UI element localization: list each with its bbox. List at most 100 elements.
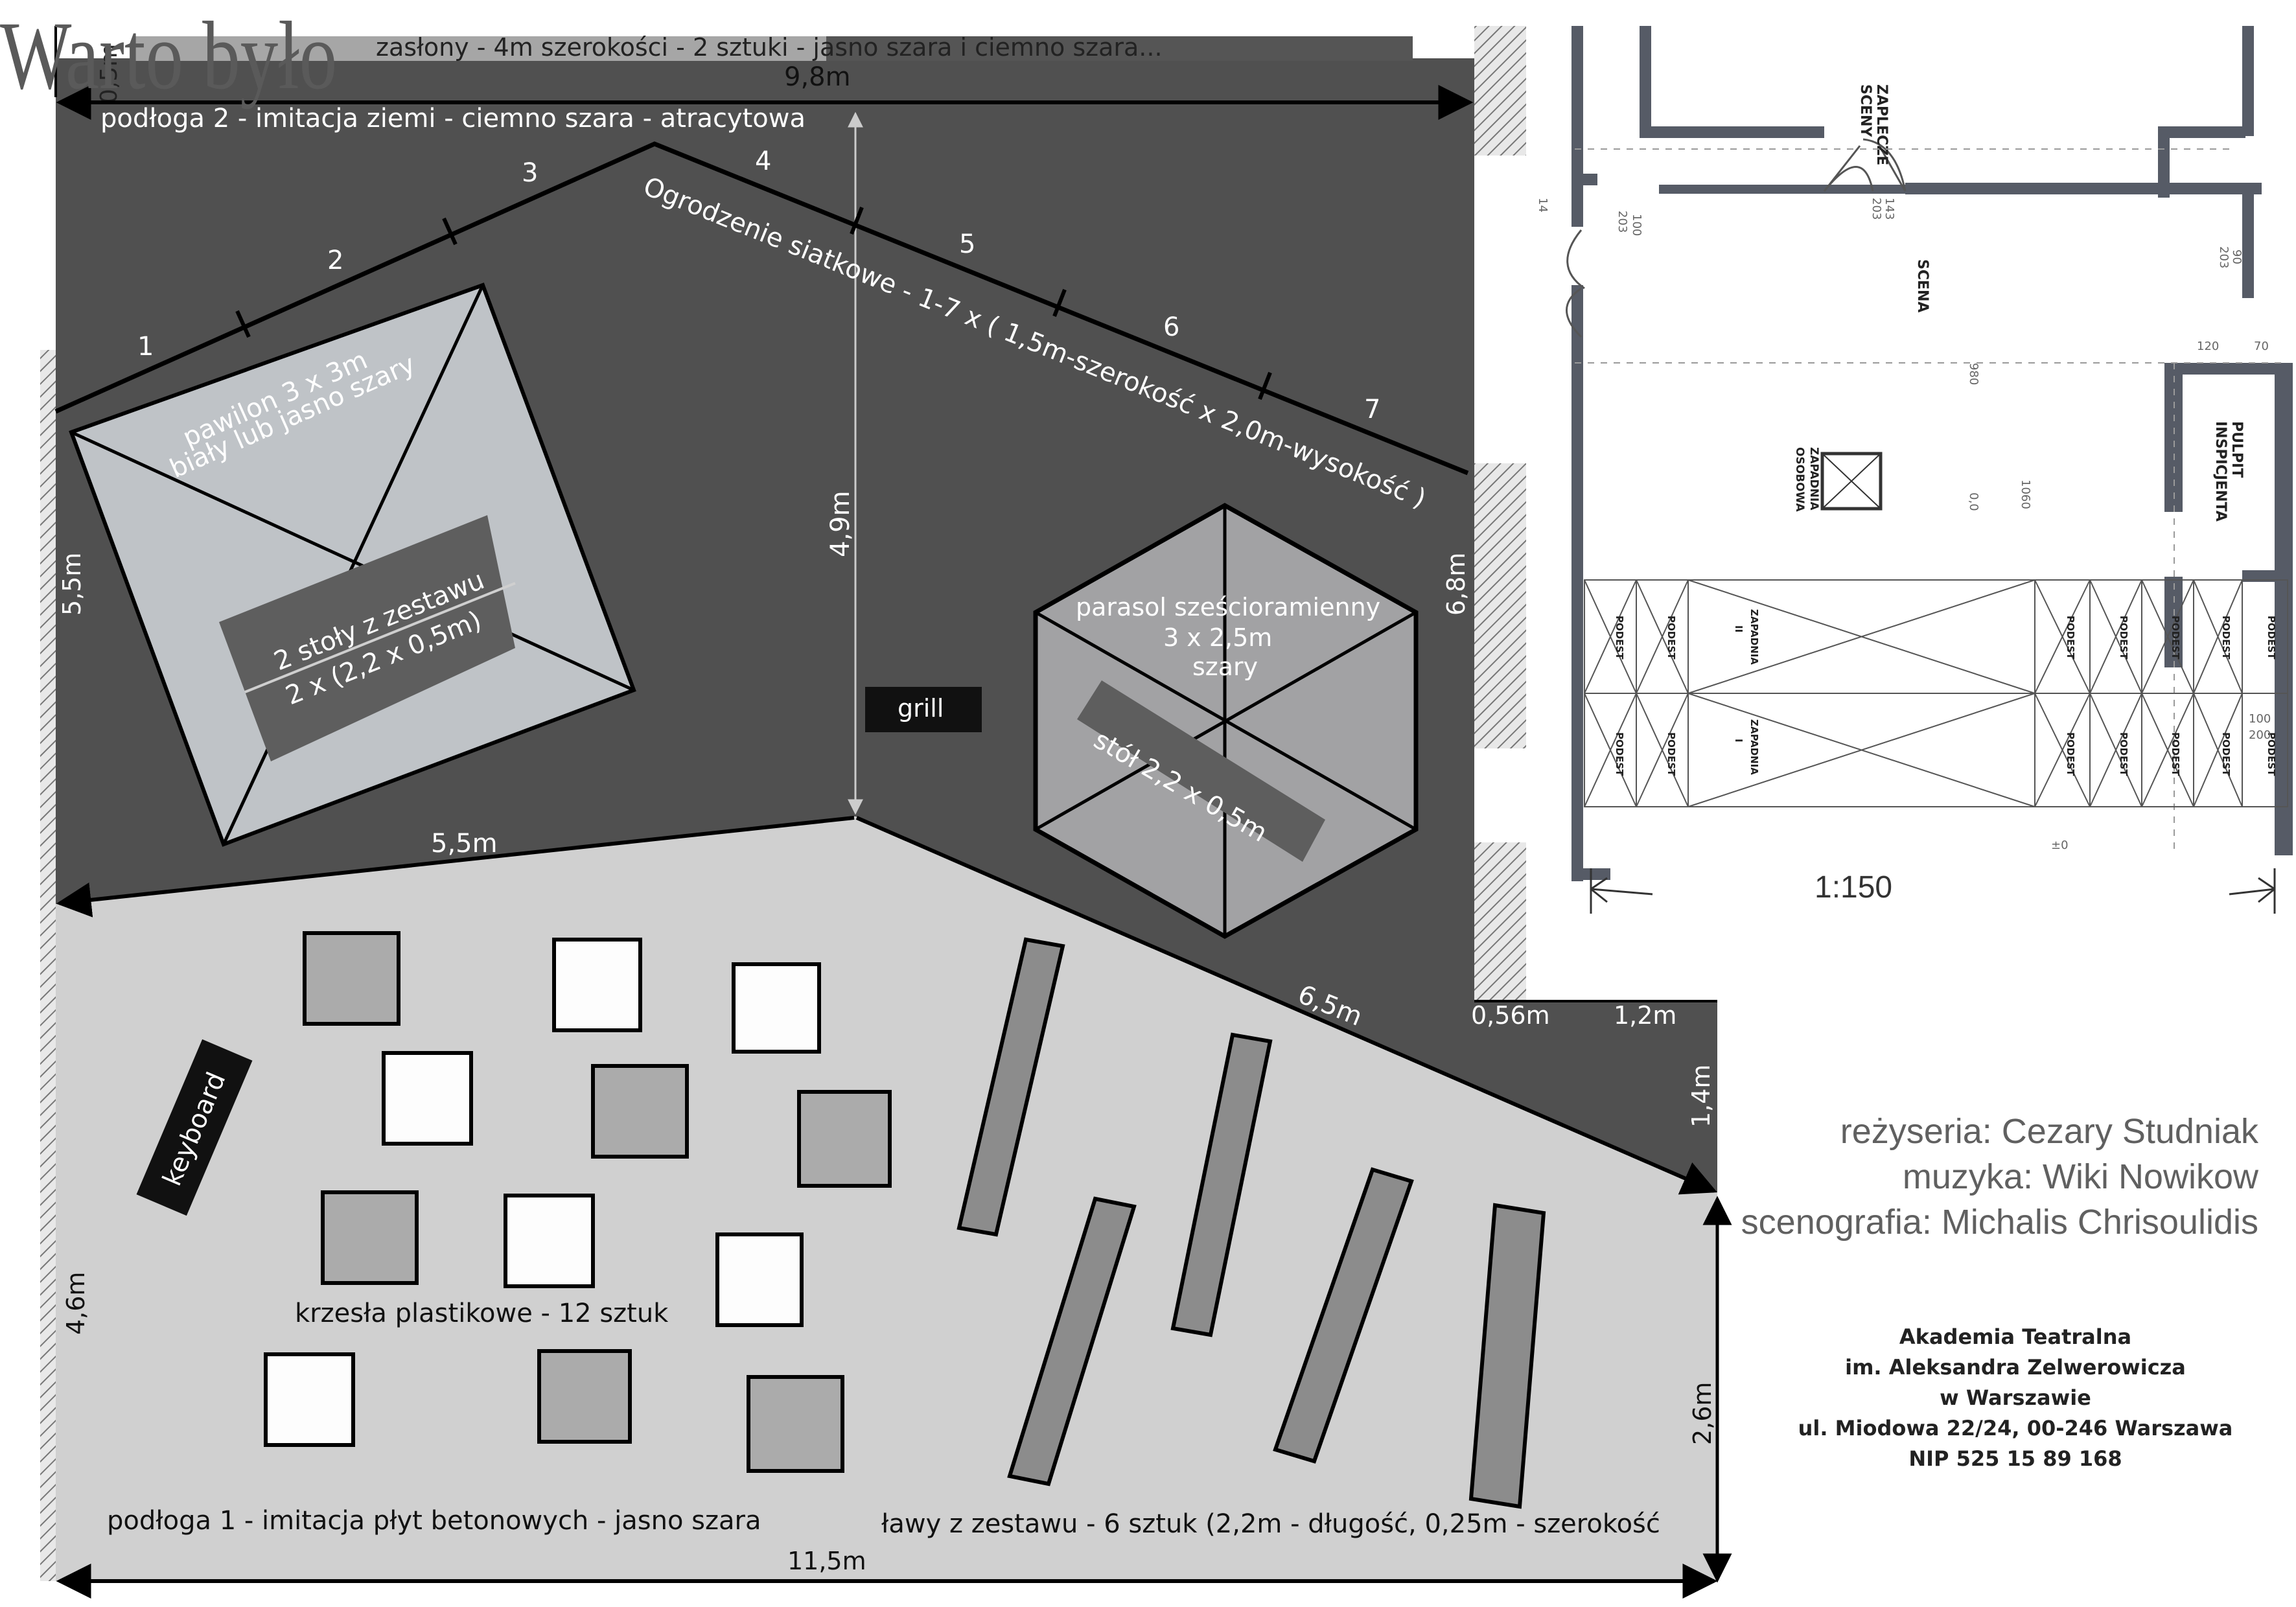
floor-1-label: podłoga 1 - imitacja płyt betonowych - j… xyxy=(107,1506,761,1536)
stage-label: SCENA xyxy=(1914,259,1931,312)
left-depth-label: 5,5m xyxy=(58,553,86,616)
podest-labels: PODEST PODEST PODEST PODEST PODEST PODES… xyxy=(1614,609,2277,776)
pavilion: pawilon 3 x 3m biały lub jasno szary 2 s… xyxy=(69,283,636,847)
academy-line: NIP 525 15 89 168 xyxy=(1908,1446,2122,1471)
credit-music: muzyka: Wiki Nowikow xyxy=(1902,1157,2258,1196)
notch-depth-label: 1,4m xyxy=(1687,1065,1715,1127)
fence-segment-1: 1 xyxy=(137,332,154,362)
wall-right-3 xyxy=(1474,842,1526,1001)
dim: 980 xyxy=(1967,363,1980,385)
depth-center-label: 4,9m xyxy=(826,491,855,557)
dim: 70 xyxy=(2254,340,2269,353)
credit-director: reżyseria: Cezary Studniak xyxy=(1840,1112,2258,1151)
chair xyxy=(321,1190,419,1285)
scale-label: 1:150 xyxy=(1815,870,1892,905)
left-front-label: 4,6m xyxy=(62,1272,90,1335)
tables-pair xyxy=(219,515,515,761)
bench xyxy=(1273,1167,1414,1464)
right-depth-label: 6,8m xyxy=(1442,553,1470,616)
credit-scenography: scenografia: Michalis Chrisoulidis xyxy=(1741,1203,2258,1242)
parasol-label-3: szary xyxy=(1192,653,1258,681)
parasol: parasol sześcioramienny 3 x 2,5m szary s… xyxy=(1033,502,1419,940)
wall-right-1 xyxy=(1474,26,1526,156)
right-front-label: 2,6m xyxy=(1688,1382,1717,1445)
chair xyxy=(382,1051,473,1146)
notch-a-label: 0,56m xyxy=(1471,1001,1550,1030)
chair xyxy=(591,1064,689,1159)
diag-left-line xyxy=(56,816,855,918)
wall-left-top xyxy=(40,350,56,920)
podest-label: PODEST xyxy=(1665,616,1677,660)
dim: 200 xyxy=(2249,728,2271,742)
fence-segment-7: 7 xyxy=(1364,395,1380,424)
curtains-label: zasłony - 4m szerokości - 2 sztuki - jas… xyxy=(376,33,1163,62)
curtain-light xyxy=(133,36,826,61)
trap1-label-2: I xyxy=(1733,739,1745,743)
podest-label: PODEST xyxy=(2118,616,2129,660)
academy-address: Akademia Teatralna im. Aleksandra Zelwer… xyxy=(1782,1322,2249,1474)
academy-line: Akademia Teatralna xyxy=(1899,1324,2132,1349)
bench xyxy=(1170,1032,1273,1337)
wall-right-2 xyxy=(1474,463,1526,748)
dim: 143 xyxy=(1883,198,1896,220)
fence-segment-6: 6 xyxy=(1163,312,1179,342)
diag-right-line xyxy=(855,816,1717,1195)
desk-label-1: PULPIT xyxy=(2229,421,2245,478)
width-bottom-label: 11,5m xyxy=(787,1547,866,1575)
plan-walls xyxy=(1571,26,2293,881)
floor-2-label: podłoga 2 - imitacja ziemi - ciemno szar… xyxy=(100,104,806,133)
dim: 1060 xyxy=(2019,480,2032,509)
benches-label: ławy z zestawu - 6 sztuk (2,2m - długość… xyxy=(881,1509,1660,1539)
chair xyxy=(715,1232,804,1327)
dim: 14 xyxy=(1536,198,1549,213)
plan-dimensions: 120 70 1060 980 100 203 143 203 90 203 1… xyxy=(1536,198,2271,852)
desk-label-2: INSPICJENTA xyxy=(2212,421,2229,522)
podest-label: PODEST xyxy=(2170,616,2181,660)
fence-segment-4: 4 xyxy=(755,146,771,176)
bench xyxy=(1468,1203,1546,1509)
chair xyxy=(732,962,821,1054)
podest-label: PODEST xyxy=(2266,732,2277,776)
podest-label: PODEST xyxy=(2118,732,2129,776)
trap2-label-2: II xyxy=(1733,625,1745,632)
backstage-label-1: ZAPLECZE xyxy=(1873,84,1890,165)
dim: 100 xyxy=(2249,712,2271,726)
fence-segment-2: 2 xyxy=(327,246,343,275)
show-title: Warto było xyxy=(0,2,338,110)
scale-bar xyxy=(1590,868,2276,914)
trap-person-label-2: OSOBOWA xyxy=(1793,447,1806,513)
dim: 90 xyxy=(2230,249,2244,264)
curtain-dark xyxy=(826,36,1413,61)
parasol-label-2: 3 x 2,5m xyxy=(1163,623,1272,652)
diag-left-label: 5,5m xyxy=(431,829,498,859)
fence-segment-5: 5 xyxy=(959,229,975,259)
grill-label: grill xyxy=(898,694,944,723)
chair xyxy=(504,1194,595,1288)
fence-segment-labels: 1 2 3 4 5 6 7 xyxy=(137,146,1380,424)
chair xyxy=(797,1090,892,1188)
podest-label: PODEST xyxy=(2065,732,2076,776)
trap-person-label-1: ZAPADNIA xyxy=(1807,447,1820,511)
dim: 203 xyxy=(1870,198,1883,220)
benches xyxy=(957,937,1546,1509)
chair xyxy=(303,931,400,1026)
chair xyxy=(747,1375,844,1473)
podest-label: PODEST xyxy=(2170,732,2181,776)
plan-dashed xyxy=(1575,148,2281,855)
chairs xyxy=(264,931,892,1473)
fence xyxy=(54,141,1469,476)
podest-label: PODEST xyxy=(2220,732,2232,776)
chair xyxy=(552,938,642,1032)
width-top-label: 9,8m xyxy=(784,62,851,92)
podest-label: PODEST xyxy=(1614,732,1625,776)
backstage-label-2: SCENY xyxy=(1857,84,1873,137)
notch-b-label: 1,2m xyxy=(1614,1001,1676,1030)
stage-plan: zasłony - 4m szerokości - 2 sztuki - jas… xyxy=(40,26,1732,1599)
dim: ±0 xyxy=(2051,838,2069,852)
dim: 203 xyxy=(2217,246,2231,268)
keyboard: keyboard xyxy=(136,1039,253,1216)
bench xyxy=(1007,1196,1137,1486)
podest-grid xyxy=(1584,579,2288,807)
table-single xyxy=(1077,680,1325,862)
